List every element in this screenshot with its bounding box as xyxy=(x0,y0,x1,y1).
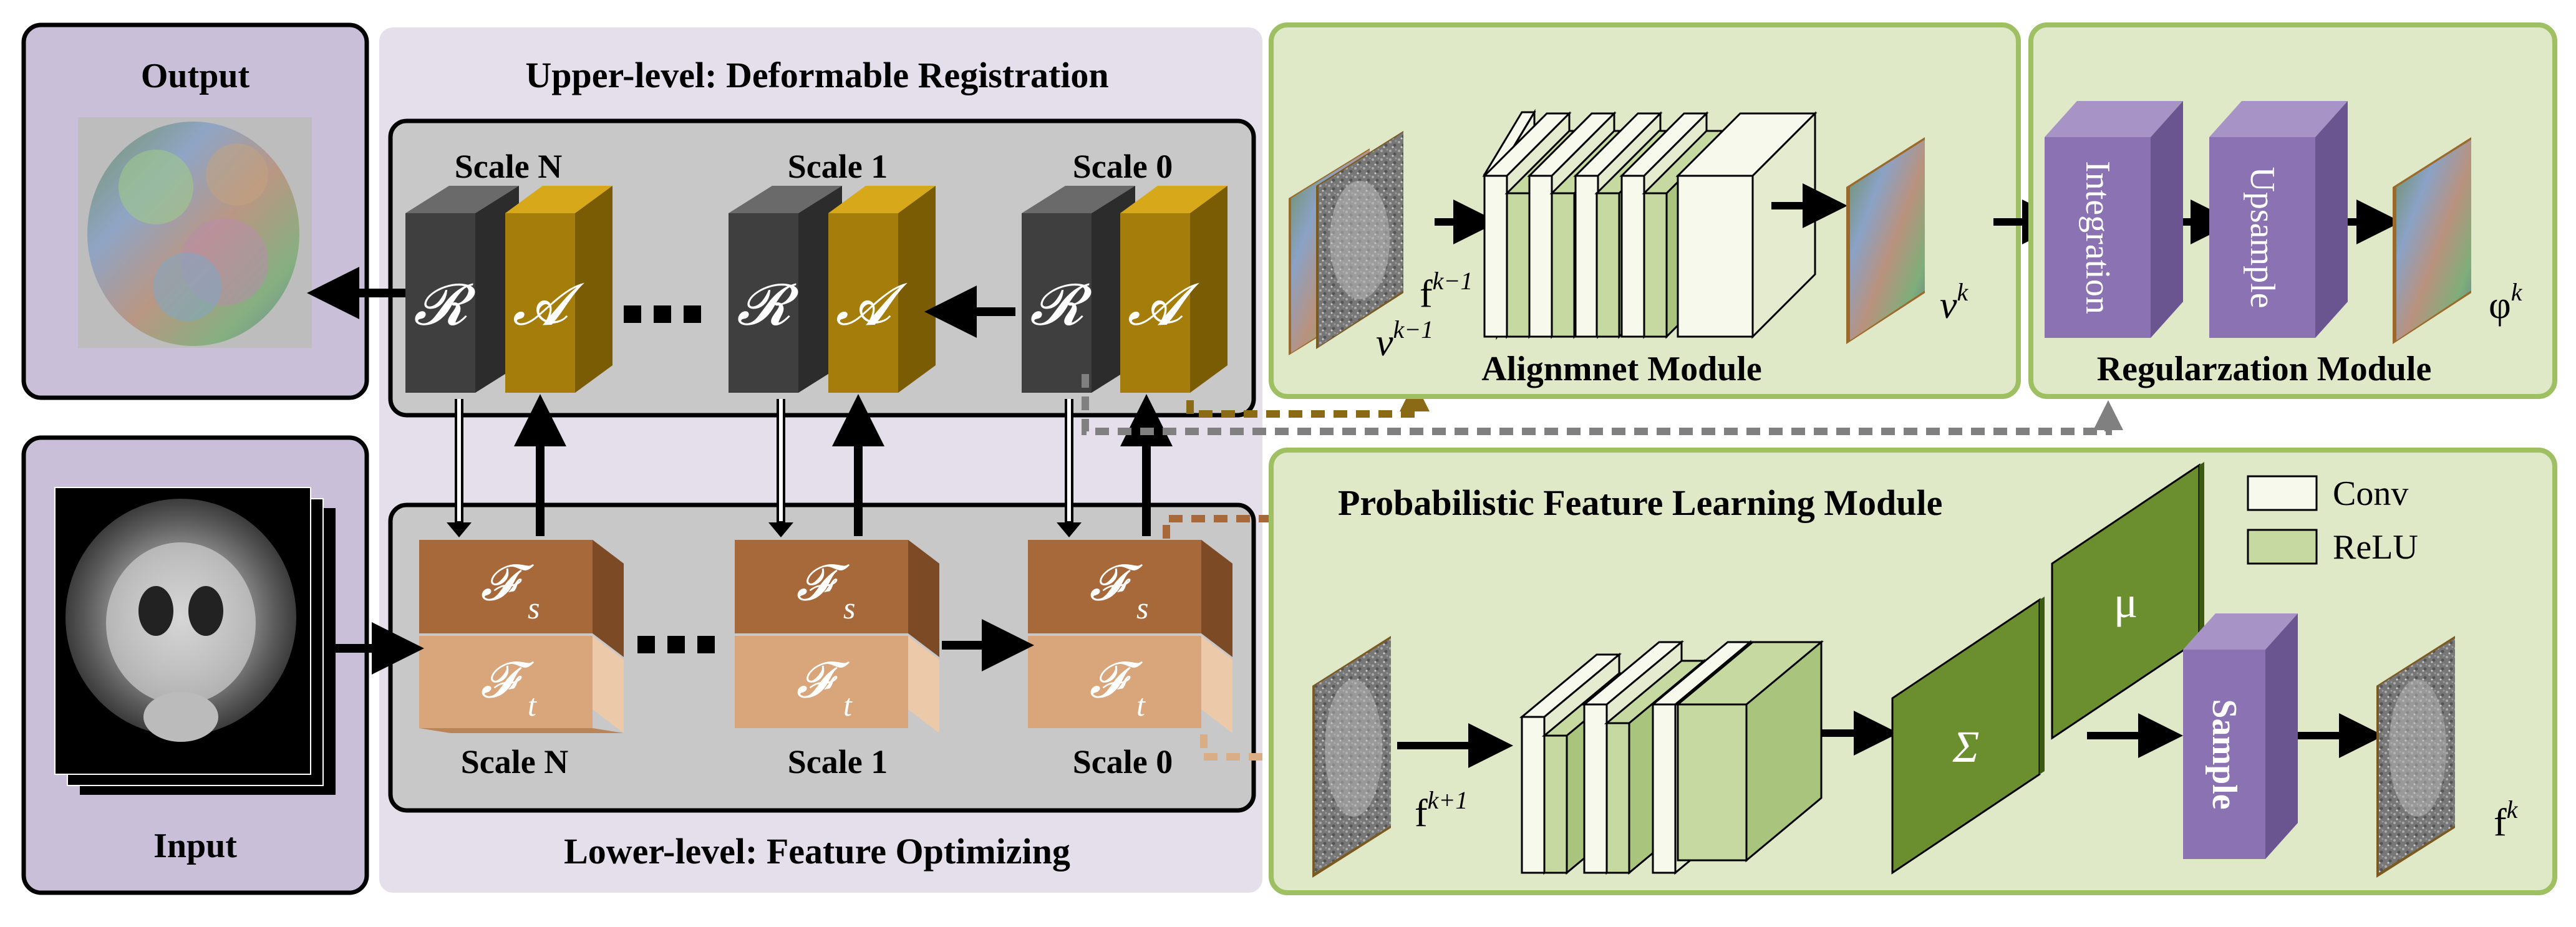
upper-scale-n: Scale N xyxy=(455,148,562,185)
label-f-next: fk+1 xyxy=(1415,786,1468,835)
sigma-block: Σ xyxy=(1891,597,2045,875)
lower-scale-1: Scale 1 xyxy=(788,743,888,781)
svg-text:Sample: Sample xyxy=(2205,699,2244,809)
legend-relu-label: ReLU xyxy=(2333,528,2418,567)
prob-title: Probabilistic Feature Learning Module xyxy=(1338,483,1942,523)
feature-block-scale-n: 𝓕 s 𝓕 t xyxy=(419,540,624,733)
svg-text:𝓡: 𝓡 xyxy=(414,273,477,337)
prob-relu-layer-5 xyxy=(1675,640,1824,863)
input-mri-stack xyxy=(54,487,336,795)
upper-ellipsis xyxy=(624,305,701,323)
label-f-prev: fk−1 xyxy=(1420,267,1473,315)
alignment-title: Alignmnet Module xyxy=(1481,350,1762,388)
prob-output-image xyxy=(2376,636,2455,878)
registration-block-scale-n: 𝓡 xyxy=(405,186,519,393)
svg-text:t: t xyxy=(843,688,853,723)
svg-text:Upsample: Upsample xyxy=(2243,166,2282,308)
upper-title: Upper-level: Deformable Registration xyxy=(525,55,1108,95)
svg-text:s: s xyxy=(528,590,540,625)
sample-block: Sample xyxy=(2183,613,2298,859)
svg-text:𝓡: 𝓡 xyxy=(1030,273,1093,337)
registration-block-scale-0: 𝓡 xyxy=(1022,186,1135,393)
svg-text:Integration: Integration xyxy=(2078,161,2117,314)
registration-block-scale-1: 𝓡 xyxy=(729,186,842,393)
upper-blocks: 𝓡 𝓐 𝓡 𝓐 𝓡 xyxy=(405,186,1227,393)
alignment-input-images xyxy=(1289,131,1403,355)
align-conv-layer-8 xyxy=(1675,111,1818,339)
label-f-out: fk xyxy=(2494,795,2519,844)
aggregation-block-scale-1: 𝓐 xyxy=(828,186,936,393)
label-v: vk xyxy=(1940,278,1969,327)
aggregation-block-scale-n: 𝓐 xyxy=(505,186,613,393)
label-phi: φk xyxy=(2489,278,2523,327)
prob-layers xyxy=(1519,640,1824,875)
svg-text:t: t xyxy=(528,688,537,723)
legend-conv-label: Conv xyxy=(2333,474,2408,513)
prob-input-image xyxy=(1312,636,1391,878)
upper-scale-1: Scale 1 xyxy=(788,148,888,185)
output-title: Output xyxy=(141,57,250,95)
integration-block: Integration xyxy=(2045,101,2183,338)
lower-scale-0: Scale 0 xyxy=(1073,743,1173,781)
alignment-output-image xyxy=(1846,137,1925,344)
phi-output-image xyxy=(2393,137,2471,344)
lower-blocks: 𝓕 s 𝓕 t 𝓕 s 𝓕 t 𝓕 s 𝓕 t xyxy=(419,540,1232,733)
svg-text:Σ: Σ xyxy=(1952,722,1980,772)
alignment-layers xyxy=(1482,111,1818,339)
feature-block-scale-0: 𝓕 s 𝓕 t xyxy=(1028,540,1232,733)
feature-block-scale-1: 𝓕 s 𝓕 t xyxy=(735,540,939,733)
label-v-prev: vk−1 xyxy=(1376,315,1433,364)
dashed-tan-to-prob xyxy=(1200,734,1302,772)
svg-text:𝓡: 𝓡 xyxy=(737,273,800,337)
svg-text:s: s xyxy=(843,590,855,625)
svg-text:μ: μ xyxy=(2114,577,2138,627)
upsample-block: Upsample xyxy=(2209,101,2348,338)
upper-scale-0: Scale 0 xyxy=(1073,148,1173,185)
legend-relu-swatch xyxy=(2247,529,2318,565)
aggregation-block-scale-0: 𝓐 xyxy=(1120,186,1227,393)
svg-text:s: s xyxy=(1136,590,1148,625)
dashed-gold-to-alignment xyxy=(1186,382,1430,418)
vertical-connectors xyxy=(447,394,1173,537)
lower-title: Lower-level: Feature Optimizing xyxy=(564,831,1070,872)
legend-conv-swatch xyxy=(2247,475,2318,511)
svg-text:t: t xyxy=(1136,688,1146,723)
lower-ellipsis xyxy=(637,636,715,653)
output-flow-field xyxy=(78,117,312,348)
input-title: Input xyxy=(153,827,237,865)
lower-scale-n: Scale N xyxy=(461,743,568,781)
dashed-gray-to-regularization xyxy=(1082,374,2123,435)
dashed-brown-to-prob xyxy=(1163,504,1302,539)
legend: Conv ReLU xyxy=(2247,474,2418,567)
regularization-title: Regularzation Module xyxy=(2097,350,2432,388)
